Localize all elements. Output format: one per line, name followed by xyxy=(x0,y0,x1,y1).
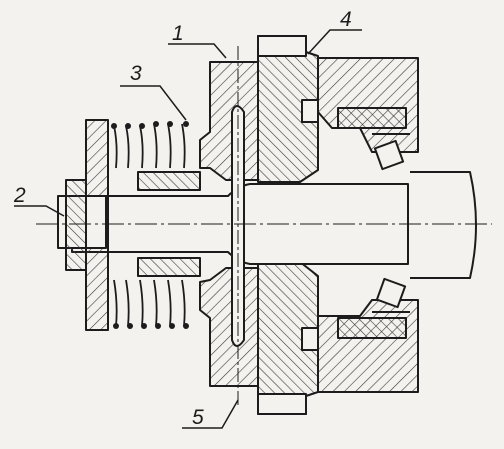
flange-lug-bottom xyxy=(257,393,307,415)
callout-3: 3 xyxy=(130,62,142,85)
callout-5: 5 xyxy=(192,406,204,429)
bolt-bottom xyxy=(301,327,319,351)
roller-bearing-bottom xyxy=(337,277,410,339)
compression-spring xyxy=(111,121,189,329)
clutch-housing-bottom xyxy=(199,267,259,387)
output-shaft xyxy=(410,171,477,279)
housing-block-top xyxy=(317,57,419,153)
callout-2: 2 xyxy=(13,184,26,207)
spring-hub-bottom xyxy=(137,257,201,277)
callout-4: 4 xyxy=(340,8,352,31)
leader-lines xyxy=(14,29,362,429)
nut-flange xyxy=(65,179,87,271)
callout-1: 1 xyxy=(172,22,184,45)
roller-bearing-top xyxy=(337,107,410,171)
bolt-top xyxy=(301,99,319,123)
spring-hub-top xyxy=(137,171,201,191)
housing-block-bottom xyxy=(317,299,419,393)
flange-lug-top xyxy=(257,35,307,57)
clutch-housing-top xyxy=(199,61,259,181)
